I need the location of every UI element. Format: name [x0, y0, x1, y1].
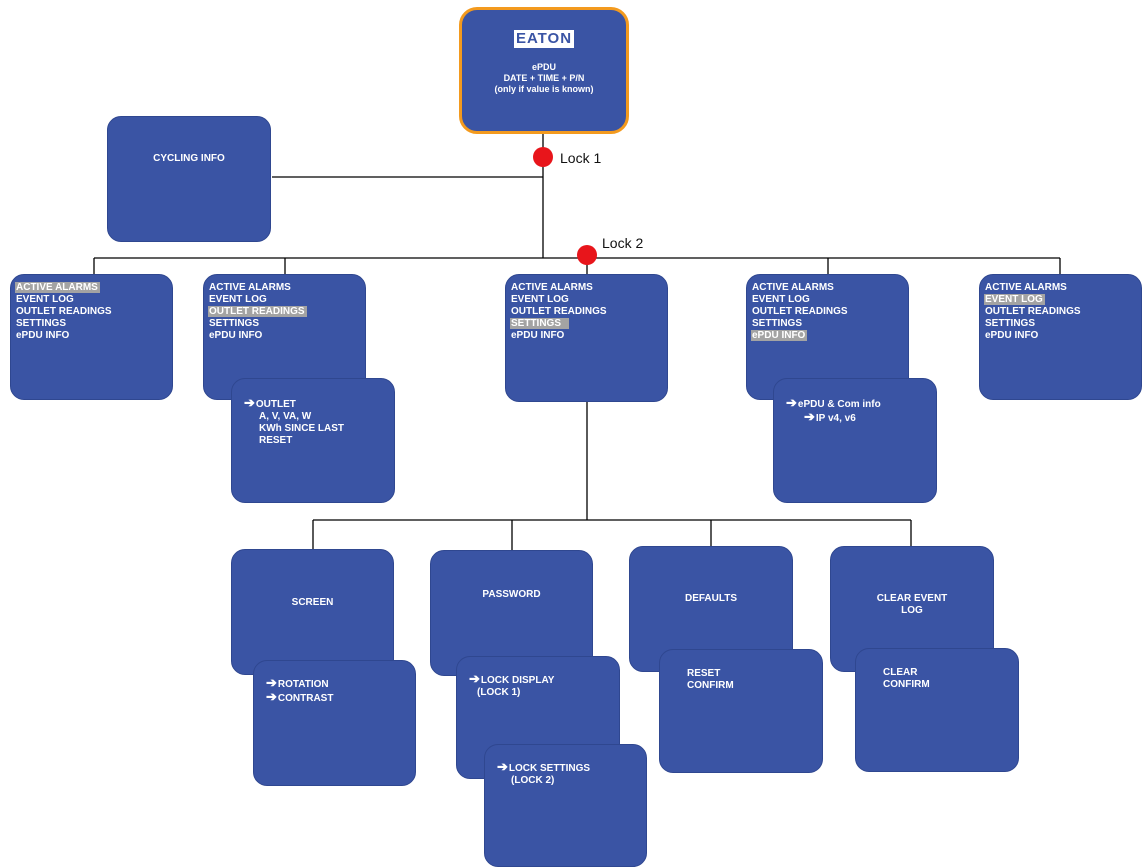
menu-box-event-log: ACTIVE ALARMS EVENT LOG OUTLET READINGS …	[979, 274, 1142, 400]
defaults-item-reset: RESET	[687, 668, 721, 679]
password-box: PASSWORD	[430, 550, 593, 676]
lock-2-dot	[577, 245, 597, 265]
lock-settings-text: ➔LOCK SETTINGS (LOCK 2)	[497, 759, 591, 787]
lock-display-item: LOCK DISPLAY	[480, 675, 555, 686]
root-line-3: (only if value is known)	[494, 84, 594, 94]
arrow-right-icon: ➔	[266, 675, 277, 690]
menu-item: SETTINGS	[985, 318, 1036, 329]
menu-item: ACTIVE ALARMS	[209, 282, 291, 293]
menu-list: ACTIVE ALARMS EVENT LOG OUTLET READINGS …	[984, 282, 1081, 342]
epdu-detail-text: ➔ePDU & Com info ➔IP v4, v6	[786, 395, 881, 425]
epdu-detail-box: ➔ePDU & Com info ➔IP v4, v6	[773, 378, 937, 503]
epdu-line-1: ePDU & Com info	[797, 399, 881, 410]
menu-item: EVENT LOG	[752, 294, 810, 305]
cycling-info-box: CYCLING INFO	[107, 116, 271, 242]
arrow-right-icon: ➔	[497, 759, 508, 774]
menu-box-active-alarms: ACTIVE ALARMS EVENT LOG OUTLET READINGS …	[10, 274, 173, 400]
outlet-line-4: RESET	[259, 435, 293, 446]
clear-label-line-1: CLEAR EVENT	[876, 593, 948, 604]
clear-label-line-2: LOG	[901, 605, 923, 616]
menu-item: EVENT LOG	[511, 294, 569, 305]
screen-item-contrast: CONTRAST	[277, 693, 334, 704]
clear-item-confirm: CONFIRM	[883, 679, 930, 690]
outlet-detail-text: ➔OUTLET A, V, VA, W KWh SINCE LAST RESET	[244, 395, 344, 447]
menu-item: ACTIVE ALARMS	[752, 282, 834, 293]
lock-1-label: Lock 1	[560, 150, 602, 166]
defaults-detail-text: RESET CONFIRM	[687, 668, 734, 692]
clear-event-log-label: CLEAR EVENT LOG	[831, 593, 993, 617]
outlet-detail-box: ➔OUTLET A, V, VA, W KWh SINCE LAST RESET	[231, 378, 395, 503]
root-epdu-box: EATON ePDU DATE + TIME + P/N (only if va…	[459, 7, 629, 134]
menu-item: ACTIVE ALARMS	[15, 282, 100, 293]
menu-item: SETTINGS	[752, 318, 803, 329]
clear-detail-text: CLEAR CONFIRM	[883, 667, 930, 691]
menu-item: OUTLET READINGS	[985, 306, 1081, 317]
eaton-logo: EATON	[514, 30, 574, 48]
screen-detail-box: ➔ROTATION ➔CONTRAST	[253, 660, 416, 786]
arrow-right-icon: ➔	[266, 689, 277, 704]
menu-item: ACTIVE ALARMS	[511, 282, 593, 293]
screen-box: SCREEN	[231, 549, 394, 675]
menu-item: SETTINGS	[209, 318, 260, 329]
epdu-line-2: IP v4, v6	[815, 413, 856, 424]
lock-settings-sub: (LOCK 2)	[511, 775, 555, 786]
lock-2-label: Lock 2	[602, 235, 644, 251]
menu-list: ACTIVE ALARMS EVENT LOG OUTLET READINGS …	[510, 282, 607, 342]
root-text: ePDU DATE + TIME + P/N (only if value is…	[462, 62, 626, 95]
defaults-label: DEFAULTS	[684, 593, 738, 604]
screen-item-rotation: ROTATION	[277, 679, 329, 690]
menu-item: SETTINGS	[16, 318, 67, 329]
menu-list: ACTIVE ALARMS EVENT LOG OUTLET READINGS …	[15, 282, 112, 342]
clear-detail-box: CLEAR CONFIRM	[855, 648, 1019, 772]
cycling-info-label: CYCLING INFO	[153, 153, 225, 164]
menu-item: EVENT LOG	[209, 294, 267, 305]
password-label: PASSWORD	[482, 589, 541, 600]
menu-item: EVENT LOG	[984, 294, 1045, 305]
menu-item: OUTLET READINGS	[511, 306, 607, 317]
menu-item: ePDU INFO	[209, 330, 263, 341]
menu-item: ACTIVE ALARMS	[985, 282, 1067, 293]
lock-display-text: ➔LOCK DISPLAY (LOCK 1)	[469, 671, 555, 699]
lock-1-dot	[533, 147, 553, 167]
clear-item-clear: CLEAR	[883, 667, 918, 678]
menu-item: SETTINGS	[510, 318, 570, 329]
arrow-right-icon: ➔	[469, 671, 480, 686]
menu-item: OUTLET READINGS	[752, 306, 848, 317]
outlet-line-1: OUTLET	[255, 399, 296, 410]
defaults-item-confirm: CONFIRM	[687, 680, 734, 691]
menu-item: EVENT LOG	[16, 294, 74, 305]
screen-detail-text: ➔ROTATION ➔CONTRAST	[266, 675, 334, 705]
root-line-1: ePDU	[531, 62, 556, 72]
arrow-right-icon: ➔	[804, 409, 815, 424]
menu-box-settings: ACTIVE ALARMS EVENT LOG OUTLET READINGS …	[505, 274, 668, 402]
arrow-right-icon: ➔	[786, 395, 797, 410]
lock-settings-box: ➔LOCK SETTINGS (LOCK 2)	[484, 744, 647, 867]
menu-item: ePDU INFO	[751, 330, 808, 341]
menu-list: ACTIVE ALARMS EVENT LOG OUTLET READINGS …	[208, 282, 307, 342]
outlet-line-2: A, V, VA, W	[259, 411, 312, 422]
defaults-detail-box: RESET CONFIRM	[659, 649, 823, 773]
root-line-2: DATE + TIME + P/N	[503, 73, 585, 83]
lock-display-sub: (LOCK 1)	[477, 687, 521, 698]
menu-item: ePDU INFO	[16, 330, 70, 341]
screen-label: SCREEN	[291, 597, 334, 608]
menu-item: ePDU INFO	[511, 330, 565, 341]
arrow-right-icon: ➔	[244, 395, 255, 410]
lock-settings-item: LOCK SETTINGS	[508, 763, 591, 774]
menu-item: ePDU INFO	[985, 330, 1039, 341]
menu-item: OUTLET READINGS	[208, 306, 307, 317]
outlet-line-3: KWh SINCE LAST	[259, 423, 344, 434]
menu-list: ACTIVE ALARMS EVENT LOG OUTLET READINGS …	[751, 282, 848, 342]
menu-item: OUTLET READINGS	[16, 306, 112, 317]
